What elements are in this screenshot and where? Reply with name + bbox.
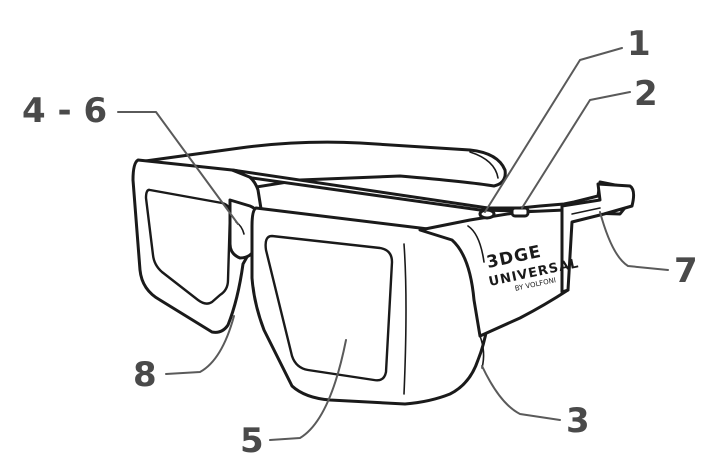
right-lens (264, 234, 394, 382)
sync-switch (510, 206, 530, 218)
callout-3: 3 (566, 401, 590, 441)
callout-1: 1 (627, 24, 651, 64)
callout-7: 7 (674, 251, 698, 291)
leader-7 (599, 211, 669, 271)
leader-2 (521, 91, 631, 209)
callout-4-6: 4 - 6 (22, 91, 107, 131)
leader-lines (117, 47, 669, 441)
callout-5: 5 (240, 421, 264, 461)
leader-3 (481, 365, 561, 421)
power-button (478, 208, 496, 220)
leader-4-6 (117, 111, 239, 225)
leader-8 (165, 315, 235, 375)
near-temple-arm (560, 182, 636, 294)
callout-2: 2 (634, 74, 658, 114)
leader-1 (484, 47, 623, 213)
leader-5 (269, 339, 347, 441)
callout-labels: 1 2 3 4 - 6 5 7 8 (22, 24, 698, 461)
callout-8: 8 (133, 355, 157, 395)
